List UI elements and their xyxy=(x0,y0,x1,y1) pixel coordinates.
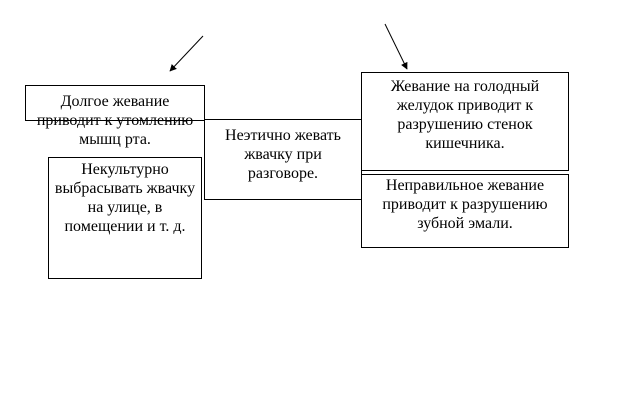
box-tooth-enamel-text: Неправильное жевание приводит к разрушен… xyxy=(382,177,548,232)
arrow-left xyxy=(169,35,204,72)
box-uncultured-disposal-text: Некультурно выбрасывать жвачку на улице,… xyxy=(54,161,196,235)
box-unethical-chewing: Неэтично жевать жвачку при разговоре. xyxy=(204,119,362,200)
box-tiring-chewing: Долгое жевание приводит к утомлению мышц… xyxy=(25,85,205,148)
box-divider xyxy=(361,170,569,171)
box-tooth-enamel: Неправильное жевание приводит к разрушен… xyxy=(361,174,569,248)
box-unethical-chewing-text: Неэтично жевать жвачку при разговоре. xyxy=(225,127,341,182)
box-empty-stomach-text: Жевание на голодный желудок приводит к р… xyxy=(390,78,540,152)
box-tiring-chewing-text: Долгое жевание приводит к утомлению мышц… xyxy=(36,93,194,148)
arrow-right xyxy=(384,23,408,70)
box-empty-stomach: Жевание на голодный желудок приводит к р… xyxy=(361,72,569,171)
box-uncultured-disposal: Некультурно выбрасывать жвачку на улице,… xyxy=(48,157,202,279)
